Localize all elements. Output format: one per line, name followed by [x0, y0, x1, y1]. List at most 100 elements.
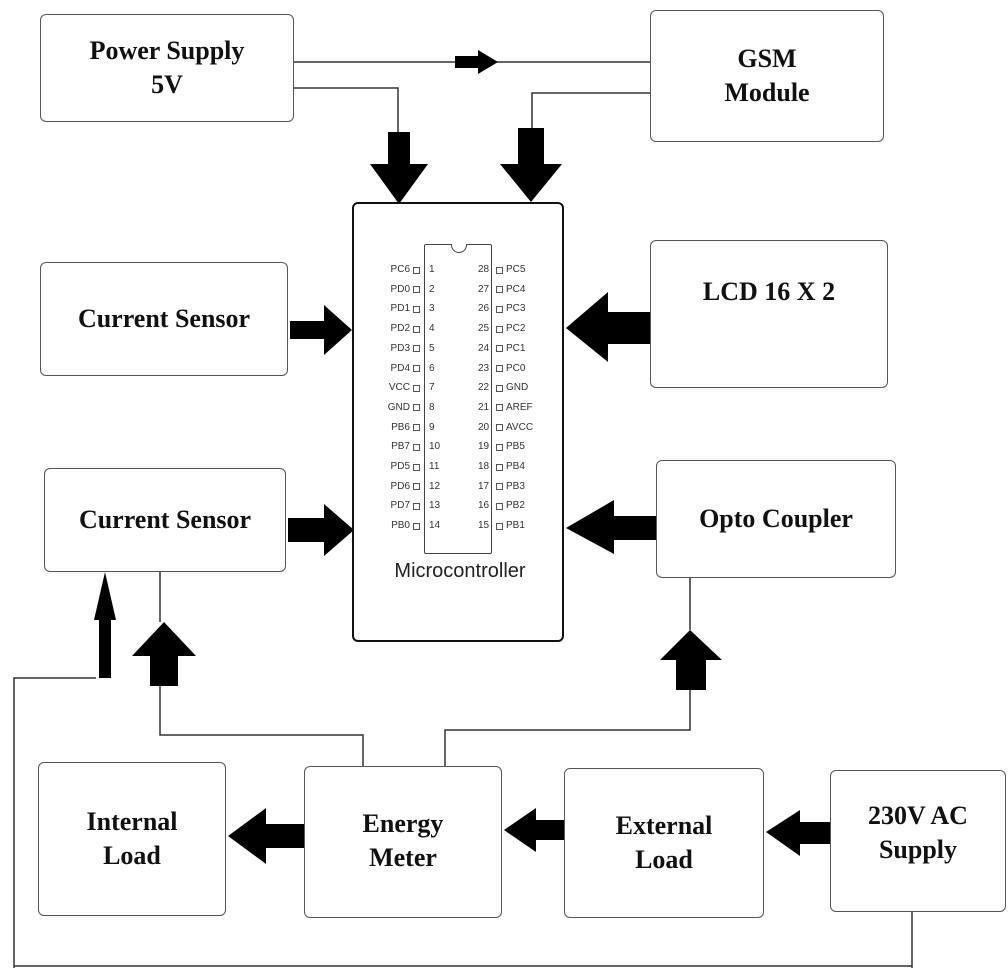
opto-coupler-block: Opto Coupler: [656, 460, 896, 578]
ic-pin-pad: [413, 286, 420, 294]
ic-pin-left: PD3: [391, 343, 420, 355]
ic-pin-pad: [413, 443, 420, 451]
ic-pin-left: PD7: [391, 500, 420, 512]
ic-pin-number-right: 19: [478, 441, 490, 453]
ic-pin-left: PD6: [391, 481, 420, 493]
current-sensor-2-block: Current Sensor: [44, 468, 286, 572]
ic-pin-right: PB3: [496, 481, 525, 493]
ic-chip: [424, 244, 492, 554]
ic-pin-name: PC6: [390, 264, 410, 275]
ic-pin-pad: [413, 266, 420, 274]
ic-pin-pad: [496, 483, 503, 491]
ic-pin-pad: [496, 325, 503, 333]
wires: [13, 61, 913, 968]
lcd-label: LCD 16 X 2: [702, 277, 836, 306]
ic-pin-number-left: 9: [429, 421, 435, 433]
wire-supply-to-sensor: [13, 677, 96, 968]
ic-pin-right: PC1: [496, 343, 525, 355]
ic-pin-number-right: 24: [478, 342, 490, 354]
gsm-module-block: GSM Module: [650, 10, 884, 142]
ic-pin-name: PB0: [391, 520, 410, 532]
ic-pin-left: PD5: [391, 461, 420, 473]
ic-pin-pad: [496, 463, 503, 471]
ic-pin-right: AREF: [496, 402, 533, 414]
ic-pin-name: PD1: [390, 303, 410, 315]
ic-pin-pad: [413, 404, 420, 412]
ic-pin-name: PD6: [390, 480, 410, 492]
ic-pin-name: PD5: [390, 461, 410, 472]
ic-pin-name: PC5: [506, 264, 526, 275]
ic-pin-right: PC2: [496, 323, 525, 335]
energy-meter-label-line1: Energy: [362, 809, 444, 838]
ic-pin-name: PB4: [506, 461, 525, 472]
ic-pin-right: PC0: [496, 363, 525, 375]
arrow-opto-to-mcu: [566, 500, 656, 554]
ic-pin-name: PC0: [506, 362, 526, 374]
ic-pin-right: PB5: [496, 441, 525, 453]
wire-meter-to-sensor-b: [159, 686, 364, 766]
gsm-module-label-line2: Module: [724, 78, 810, 107]
ic-pin-number-left: 11: [429, 461, 440, 472]
ic-pin-pad: [496, 305, 503, 313]
ic-pin-pad: [413, 522, 420, 530]
ic-pin-pad: [413, 424, 420, 432]
current-sensor-1-block: Current Sensor: [40, 262, 288, 376]
ic-pin-number-right: 17: [478, 480, 490, 492]
arrow-meter-to-sensor2: [132, 622, 196, 686]
arrow-meter-to-opto: [660, 630, 722, 690]
power-supply-block: Power Supply 5V: [40, 14, 294, 122]
ic-pin-name: PD4: [390, 362, 410, 374]
wire-gsm-to-mcu: [531, 92, 650, 128]
external-load-label-line2: Load: [635, 845, 693, 874]
energy-meter-label-line2: Meter: [369, 843, 437, 872]
ic-pin-name: PB6: [391, 421, 410, 433]
ic-pin-right: PC3: [496, 303, 525, 315]
ac-supply-block: 230V AC Supply: [830, 770, 1006, 912]
ic-notch: [451, 244, 467, 253]
ic-pin-right: PB2: [496, 500, 525, 512]
ic-pin-left: VCC: [389, 382, 420, 394]
wire-power-to-mcu: [292, 87, 399, 132]
ic-pin-left: PD4: [391, 363, 420, 375]
power-supply-label-line2: 5V: [151, 70, 183, 99]
ic-pin-left: PD0: [391, 284, 420, 296]
current-sensor-2-label: Current Sensor: [78, 505, 252, 534]
internal-load-label-line1: Internal: [86, 807, 178, 836]
external-load-label-line1: External: [615, 811, 713, 840]
ic-pin-pad: [496, 502, 503, 510]
ic-pin-number-left: 2: [429, 283, 435, 295]
power-supply-label-line1: Power Supply: [89, 36, 245, 65]
internal-load-block: Internal Load: [38, 762, 226, 916]
ic-pin-number-left: 4: [429, 323, 435, 335]
ic-pin-pad: [496, 266, 503, 274]
ic-pin-left: PB0: [391, 520, 420, 532]
ic-pin-name: PC2: [506, 323, 526, 335]
ic-pin-name: PD2: [390, 323, 410, 335]
ic-pin-pad: [413, 345, 420, 353]
ic-pin-number-left: 6: [429, 362, 435, 374]
ic-pin-pad: [496, 384, 503, 392]
ic-pin-number-right: 18: [478, 461, 490, 472]
ic-pin-name: PC4: [506, 283, 526, 295]
arrows: [94, 50, 830, 864]
ic-pin-number-right: 25: [478, 323, 490, 335]
ic-pin-name: AVCC: [506, 421, 534, 433]
ic-pin-pad: [413, 365, 420, 372]
ic-pin-pad: [496, 443, 503, 451]
arrow-power-to-mcu: [370, 132, 428, 204]
arrow-gsm-to-mcu: [500, 128, 562, 202]
ic-pin-number-right: 23: [478, 362, 490, 374]
ic-pin-pad: [413, 463, 420, 471]
ic-pin-name: PB7: [391, 441, 410, 453]
ic-pin-number-left: 14: [429, 520, 441, 532]
ic-pin-pad: [496, 522, 503, 530]
arrow-wire-to-sensor2: [94, 572, 116, 678]
ic-pin-number-left: 7: [429, 382, 435, 394]
ic-pin-number-left: 3: [429, 303, 435, 315]
ic-pin-name: PD7: [390, 500, 410, 512]
ic-pin-name: PD3: [390, 342, 410, 354]
ic-pin-name: PC1: [506, 342, 526, 354]
ic-pin-right: PB4: [496, 461, 525, 473]
gsm-module-label-line1: GSM: [737, 44, 797, 73]
